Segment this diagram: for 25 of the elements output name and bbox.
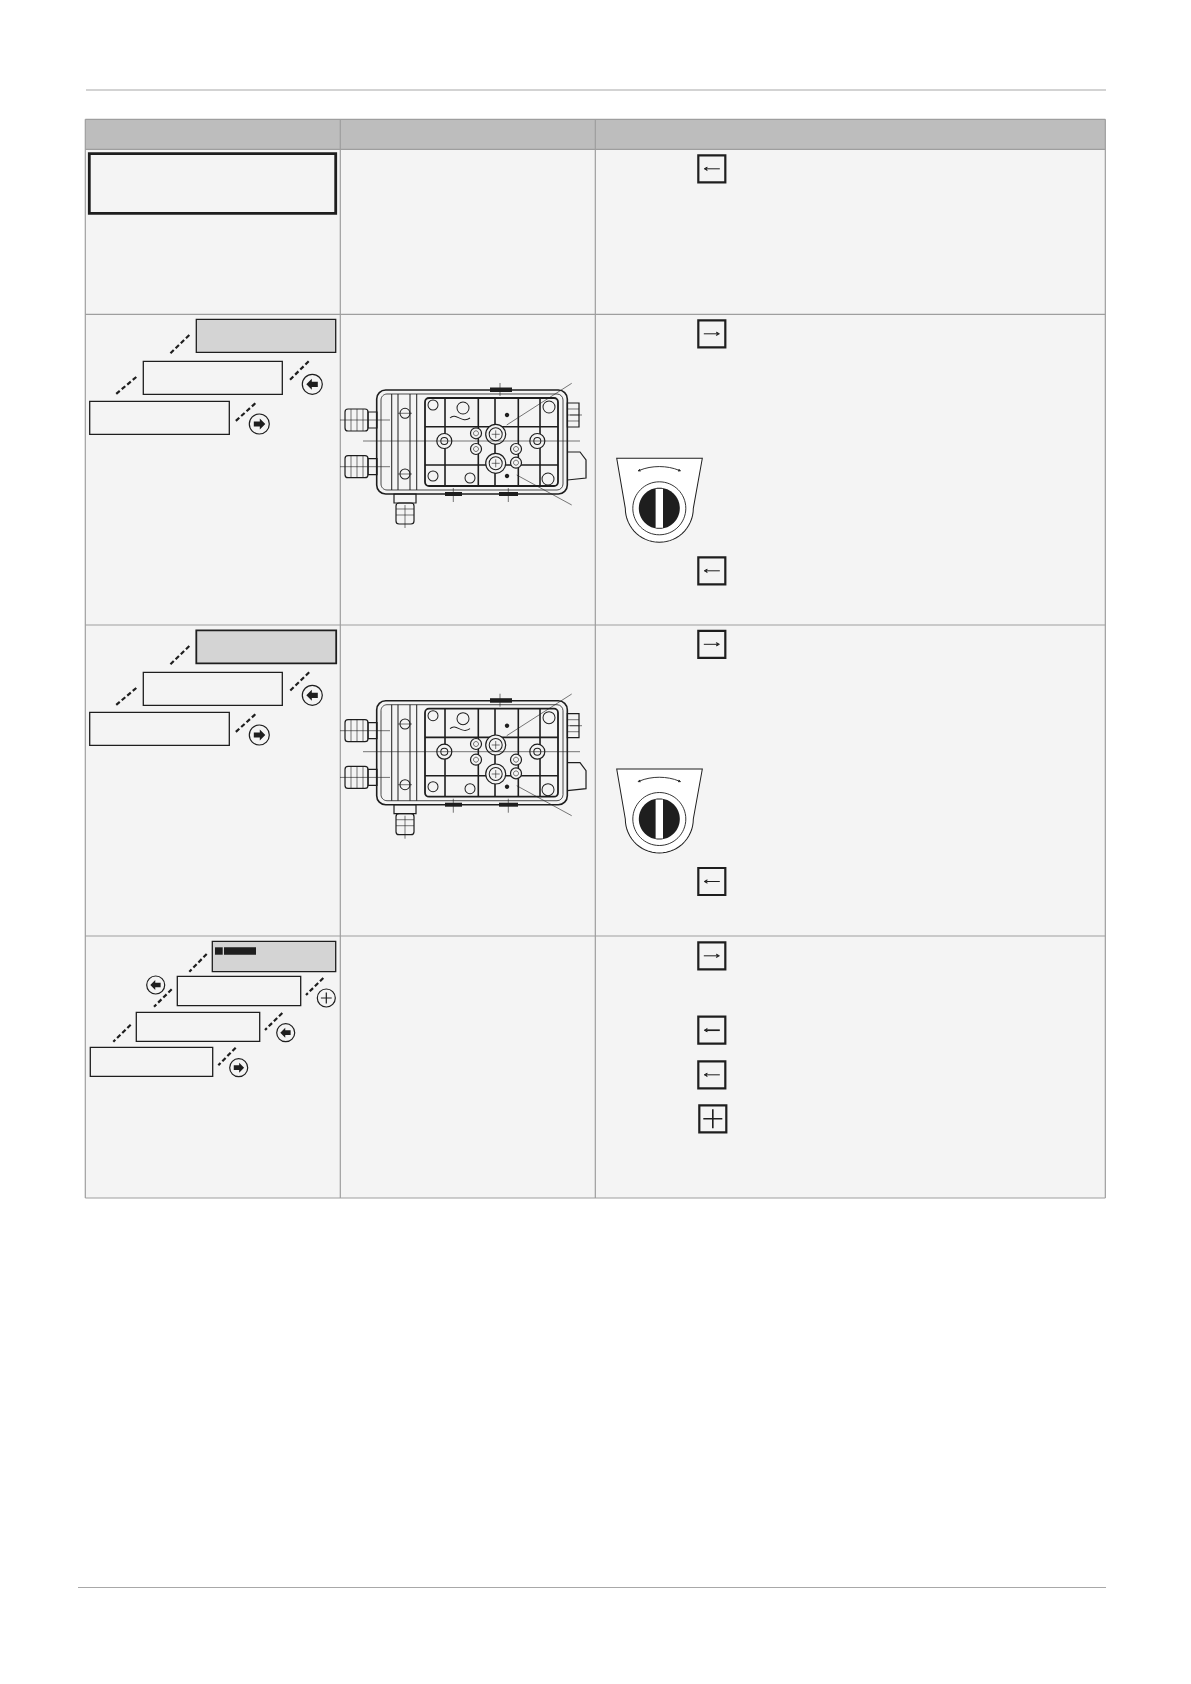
dashed-line [264, 1012, 284, 1031]
dashed-line [168, 645, 191, 667]
dashed-line [168, 334, 191, 356]
display-box [142, 671, 283, 706]
display-box [211, 940, 337, 973]
dashed-line [153, 988, 173, 1008]
dashed-line [287, 360, 310, 382]
display-box [89, 711, 230, 746]
display-box [89, 1046, 214, 1077]
display-box [195, 318, 337, 353]
display-box [142, 360, 283, 395]
dashed-line [115, 376, 137, 396]
display-box [195, 629, 338, 665]
dashed-line [305, 977, 325, 996]
dashed-line [112, 1023, 132, 1043]
dashed-line [188, 953, 208, 973]
dashed-line [217, 1046, 237, 1067]
display-box [176, 975, 302, 1007]
dashed-line [287, 671, 310, 693]
display-box [87, 152, 338, 215]
display-box [89, 400, 230, 435]
dashed-line [234, 402, 257, 422]
dashed-line [115, 687, 137, 707]
dashed-line [234, 713, 257, 733]
display-box [135, 1011, 261, 1042]
